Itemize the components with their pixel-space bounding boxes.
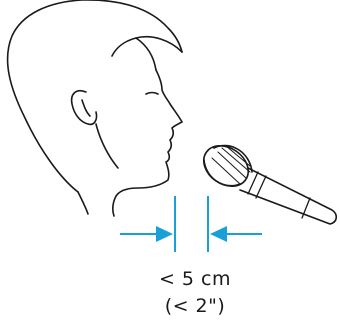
microphone-icon xyxy=(196,137,336,224)
right-arrow xyxy=(210,226,262,242)
distance-label-metric: < 5 cm xyxy=(25,268,340,290)
head-profile-icon xyxy=(8,0,182,216)
distance-label-imperial: (< 2") xyxy=(25,295,340,317)
left-arrow xyxy=(120,226,173,242)
distance-markers xyxy=(175,196,208,252)
